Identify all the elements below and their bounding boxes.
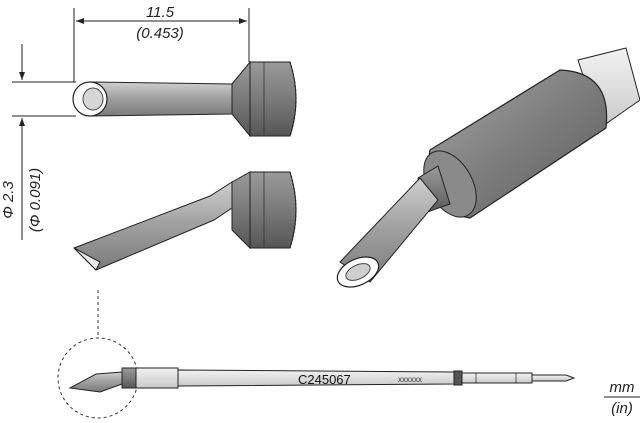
full-ring	[453, 370, 463, 386]
length-dimension: 11.5 (0.453)	[73, 4, 250, 82]
collar-serration	[289, 61, 297, 137]
cartridge-3d-view	[336, 47, 640, 288]
bent-tip-collar-cone	[231, 171, 251, 250]
full-tip-bent	[68, 371, 123, 393]
bent-tip-collar	[249, 171, 297, 249]
bent-tip-bevel	[73, 247, 101, 271]
tip-collar-cone	[231, 60, 251, 138]
full-tip-collar-dark	[121, 367, 137, 389]
length-in-label: (0.453)	[136, 25, 184, 42]
part-code: C245067	[298, 372, 351, 387]
diameter-dimension: Φ 2.3 (Φ 0.091)	[0, 44, 76, 240]
part-marking: xxxxxx	[398, 375, 422, 384]
tip-bore-inner	[82, 87, 104, 111]
full-pin	[531, 374, 576, 382]
diameter-mm-label: Φ 2.3	[0, 181, 17, 219]
bent-tip-side-view	[73, 171, 297, 271]
bent-tip-shaft	[73, 181, 233, 271]
tip-side-view	[72, 60, 297, 138]
full-body-front	[135, 367, 179, 389]
tip-collar	[249, 61, 297, 137]
bent-collar-serration	[289, 171, 297, 249]
length-mm-label: 11.5	[146, 4, 175, 21]
cartridge-full-length-view: C245067 xxxxxx	[68, 367, 576, 393]
diameter-in-label: (Φ 0.091)	[27, 168, 44, 232]
tip-shaft	[89, 81, 233, 117]
full-connector	[461, 372, 533, 384]
unit-mm: mm	[610, 379, 635, 396]
cartridge-tip-bore-inner	[345, 263, 371, 281]
unit-in: (in)	[611, 400, 633, 417]
units-legend: mm (in)	[604, 379, 640, 417]
